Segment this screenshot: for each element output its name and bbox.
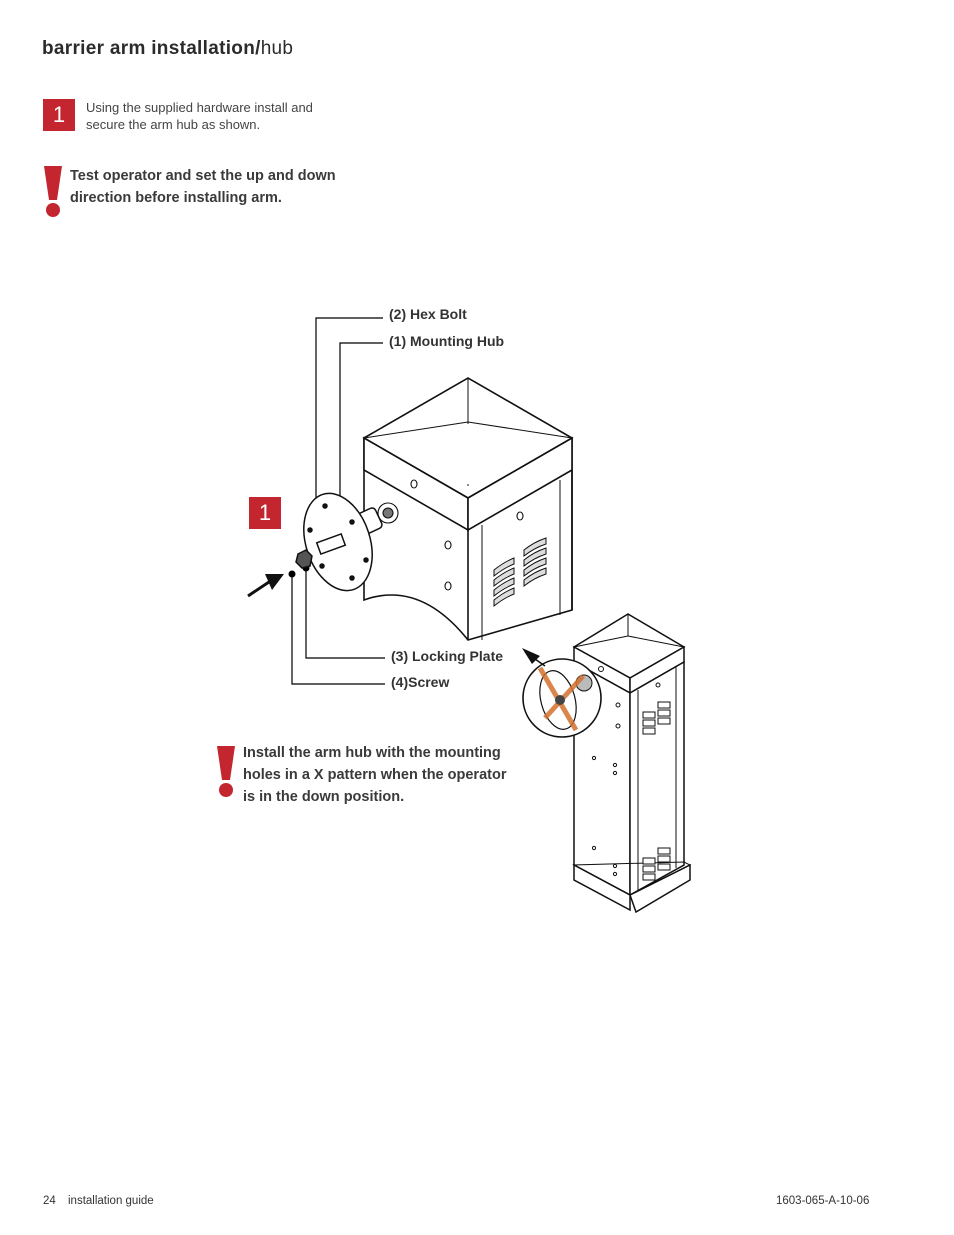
title-bold: barrier arm installation/ (42, 38, 261, 59)
warning2-line2: holes in a X pattern when the operator (243, 767, 507, 783)
warning-x-pattern: Install the arm hub with the mounting ho… (243, 742, 506, 808)
footer-doc-id: 1603-065-A-10-06 (776, 1195, 870, 1207)
mounting-hub-disc (295, 492, 383, 592)
insert-arrow-icon (247, 574, 284, 598)
warning-test-operator: Test operator and set the up and down di… (70, 165, 336, 209)
warning1-line2: direction before installing arm. (70, 190, 282, 206)
callout-screw: (4)Screw (391, 674, 450, 690)
figure-step-number-badge: 1 (249, 497, 281, 529)
warning-exclamation-icon (217, 746, 235, 797)
footer-guide-label: installation guide (68, 1195, 154, 1207)
operator-cabinet-full (572, 613, 692, 914)
x-pattern-detail (522, 648, 602, 738)
warning2-line1: Install the arm hub with the mounting (243, 745, 501, 761)
step-number-badge: 1 (43, 99, 75, 131)
title-light: hub (260, 38, 294, 59)
callout-mounting-hub: (1) Mounting Hub (389, 333, 505, 349)
full-cabinet-details (591, 666, 671, 881)
callout-locking-plate: (3) Locking Plate (391, 648, 504, 664)
vent-slots (493, 537, 547, 608)
step-instruction: Using the supplied hardware install and … (86, 100, 313, 132)
callout-leader-lines (291, 317, 385, 685)
page-title: barrier arm installation/hub (42, 38, 293, 60)
cabinet-details (377, 479, 524, 591)
warning2-line3: is in the down position. (243, 789, 405, 805)
callout-hex-bolt: (2) Hex Bolt (389, 306, 467, 322)
warning-exclamation-icon (44, 166, 62, 217)
footer-page-number: 24 (43, 1195, 56, 1207)
operator-cabinet-closeup (362, 377, 574, 641)
warning1-line1: Test operator and set the up and down (70, 168, 336, 184)
